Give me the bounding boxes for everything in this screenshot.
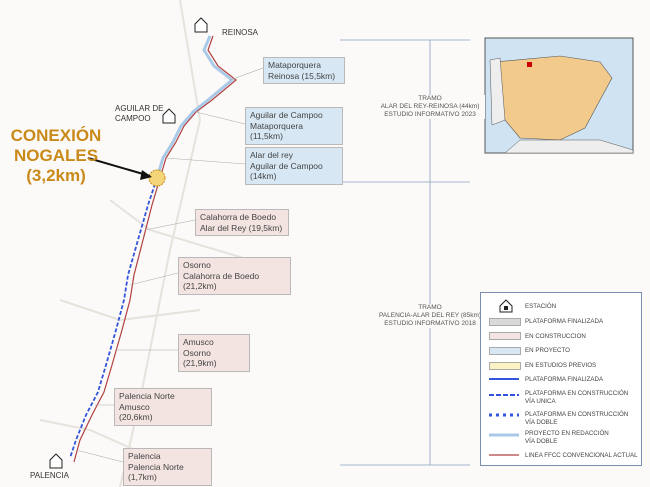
station-icons [49,17,208,469]
segment-to: Osorno [183,347,211,358]
segment-to: Calahorra de Boedo [183,270,260,281]
segment-to: Palencia Norte [128,461,184,472]
legend-label: PLATAFORMA FINALIZADA [525,376,604,383]
tramo-line: ESTUDIO INFORMATIVO 2018 [384,320,476,327]
tramo-line: ESTUDIO INFORMATIVO 2023 [384,111,476,118]
nogales-callout: CONEXIÓN NOGALES (3,2km) [6,126,106,186]
conventional-line [73,35,237,463]
segment-from: Osorno [183,260,211,270]
segment-length: (21,2km) [183,281,217,291]
legend-swatch [489,347,521,355]
legend-swatch [489,332,521,340]
tramo-line: PALENCIA-ALAR DEL REY (85km) [378,312,482,319]
legend: ESTACIÓN PLATAFORMA FINALIZADA EN CONSTR… [480,292,642,466]
tramo-line: TRAMO [418,95,442,102]
legend-label: PLATAFORMA EN CONSTRUCCIÓN VÍA DOBLE [525,411,629,426]
segment-length: (11,5km) [250,131,283,141]
segment-to: Alar del Rey (19,5km) [200,222,283,233]
segment-from: Amusco [183,337,214,347]
legend-label: ESTACIÓN [525,303,557,310]
callout-line: NOGALES [13,146,99,165]
nogales-connection-marker [148,169,166,187]
tramo-line: ALAR DEL REY-REINOSA (44km) [380,103,480,110]
segment-to: Reinosa (15,5km) [268,70,336,81]
project-double-track [155,35,235,179]
legend-swatch [489,318,521,326]
station-aguilar-line2: CAMPOO [115,114,151,123]
station-palencia: PALENCIA [30,471,69,480]
segment-length: (1,7km) [128,472,157,482]
legend-label: PLATAFORMA FINALIZADA [525,318,604,325]
legend-label: EN ESTUDIOS PREVIOS [525,362,597,369]
callout-line: (3,2km) [26,166,86,185]
legend-label: EN CONSTRUCCION [525,333,586,340]
callout-arrow [87,157,151,177]
legend-swatch [489,362,521,370]
station-reinosa: REINOSA [222,28,259,37]
segment-from: Aguilar de Campoo [250,110,323,120]
segment-from: Calahorra de Boedo [200,212,277,222]
segment-from: Mataporquera [268,60,321,70]
segment-length: (14km) [250,171,277,181]
leader-lines [75,67,264,463]
segment-length: (20,6km) [119,412,153,422]
construction-single-track [69,177,158,459]
station-aguilar-line1: AGUILAR DE [115,104,164,113]
legend-label: LINEA FFCC CONVENCIONAL ACTUAL [525,452,638,459]
legend-label: PROYECTO EN REDACCIÓN VÍA DOBLE [525,430,609,445]
segment-from: Palencia [128,451,161,461]
segment-to: Amusco [119,401,150,412]
callout-line: CONEXIÓN [10,126,102,145]
legend-line-samples [489,378,519,456]
segment-from: Alar del rey [250,150,293,160]
segment-to: Mataporquera [250,120,303,131]
tramo-line: TRAMO [418,304,442,311]
legend-label: EN PROYECTO [525,347,570,354]
station-icon [499,299,513,313]
segment-to: Aguilar de Campoo [250,160,323,171]
segment-from: Palencia Norte [119,391,175,401]
inset-map-spain [484,37,634,154]
segment-length: (21,9km) [183,358,217,368]
legend-label: PLATAFORMA EN CONSTRUCCIÓN VÍA UNICA [525,390,629,405]
